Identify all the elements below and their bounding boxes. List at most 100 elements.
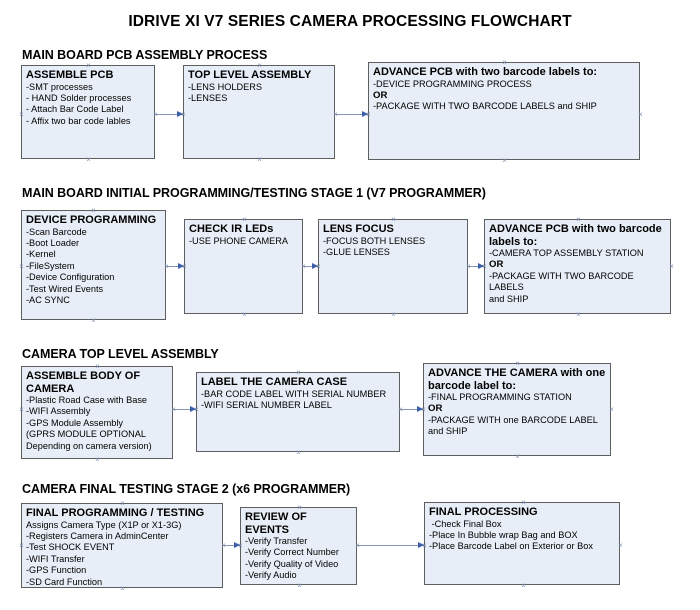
connection-handle-icon[interactable] [18,111,25,118]
process-box-lens-focus[interactable]: LENS FOCUS-FOCUS BOTH LENSES-GLUE LENSES [318,219,468,314]
connection-handle-icon[interactable] [481,263,488,270]
process-box-title: TOP LEVEL ASSEMBLY [188,69,312,81]
arrow-shaft [357,545,424,546]
section-heading-2: MAIN BOARD INITIAL PROGRAMMING/TESTING S… [22,186,486,200]
connection-handle-icon[interactable] [85,62,92,69]
connection-handle-icon[interactable] [18,406,25,413]
connection-handle-icon[interactable] [180,111,187,118]
process-box-line: Depending on camera version) [26,440,152,451]
process-box-lines: -BAR CODE LABEL WITH SERIAL NUMBER-WIFI … [201,389,396,412]
process-box-title: LABEL THE CAMERA CASE [201,376,348,388]
connection-handle-icon[interactable] [90,317,97,324]
connection-handle-icon[interactable] [608,406,615,413]
process-box-advance-pcb-with-two-barcode-labels-to[interactable]: ADVANCE PCB with two barcode labels to:-… [484,219,671,314]
connection-handle-icon[interactable] [170,406,177,413]
process-box-advance-pcb-with-two-barcode-labels-to[interactable]: ADVANCE PCB with two barcode labels to:-… [368,62,640,160]
connection-handle-icon[interactable] [119,500,126,507]
process-box-line: -Place In Bubble wrap Bag and BOX [429,529,578,540]
process-box-label-the-camera-case[interactable]: LABEL THE CAMERA CASE-BAR CODE LABEL WIT… [196,372,400,452]
process-box-line: -WIFI Assembly [26,406,91,417]
connection-handle-icon[interactable] [295,449,302,456]
process-box-line: -PACKAGE WITH TWO BARCODE LABELS and SHI… [373,101,597,112]
flow-arrow-2 [335,110,368,119]
connection-handle-icon[interactable] [501,157,508,164]
connection-handle-icon[interactable] [256,62,263,69]
connection-handle-icon[interactable] [575,216,582,223]
connection-handle-icon[interactable] [296,582,303,589]
connection-handle-icon[interactable] [152,111,159,118]
process-box-lines: -SMT processes- HAND Solder processes- A… [26,82,151,128]
connection-handle-icon[interactable] [637,111,644,118]
connection-handle-icon[interactable] [220,542,227,549]
connection-handle-icon[interactable] [365,111,372,118]
connection-handle-icon[interactable] [94,363,101,370]
process-box-line: -GPS Module Assembly [26,417,124,428]
connection-handle-icon[interactable] [241,311,248,318]
process-box-advance-the-camera-with-one-barcode-label-to[interactable]: ADVANCE THE CAMERA with one barcode labe… [423,363,611,456]
process-box-device-programming[interactable]: DEVICE PROGRAMMING-Scan Barcode-Boot Loa… [21,210,166,320]
connection-handle-icon[interactable] [617,542,624,549]
connection-handle-icon[interactable] [397,406,404,413]
connection-handle-icon[interactable] [237,542,244,549]
connection-handle-icon[interactable] [465,263,472,270]
connection-handle-icon[interactable] [296,504,303,511]
connection-handle-icon[interactable] [501,59,508,66]
process-box-line: and SHIP [428,426,468,437]
process-box-line: -Verify Correct Number [245,547,339,558]
connection-handle-icon[interactable] [420,406,427,413]
process-box-lines: -LENS HOLDERS-LENSES [188,82,331,105]
connection-handle-icon[interactable] [354,542,361,549]
connection-handle-icon[interactable] [163,263,170,270]
connection-handle-icon[interactable] [94,456,101,463]
process-box-line: -FOCUS BOTH LENSES [323,235,426,246]
connection-handle-icon[interactable] [390,216,397,223]
process-box-line: -Registers Camera in AdminCenter [26,530,169,541]
process-box-assemble-body-of-camera[interactable]: ASSEMBLE BODY OF CAMERA-Plastic Road Cas… [21,366,173,459]
connection-handle-icon[interactable] [241,216,248,223]
process-box-line: -FileSystem [26,260,75,271]
process-box-final-processing[interactable]: FINAL PROCESSING -Check Final Box-Place … [424,502,620,585]
section-heading-3: CAMERA TOP LEVEL ASSEMBLY [22,347,219,361]
process-box-title: LENS FOCUS [323,223,394,235]
process-box-line: -GPS Function [26,565,87,576]
connection-handle-icon[interactable] [390,311,397,318]
process-box-line: -Device Configuration [26,272,115,283]
connection-handle-icon[interactable] [514,453,521,460]
connection-handle-icon[interactable] [119,585,126,592]
process-box-review-of-events[interactable]: REVIEW OF EVENTS-Verify Transfer-Verify … [240,507,357,585]
connection-handle-icon[interactable] [90,207,97,214]
arrow-shaft [155,114,183,115]
connection-handle-icon[interactable] [181,263,188,270]
process-box-line: -FINAL PROGRAMMING STATION [428,392,572,402]
connection-handle-icon[interactable] [520,499,527,506]
process-box-top-level-assembly[interactable]: TOP LEVEL ASSEMBLY-LENS HOLDERS-LENSES [183,65,335,159]
process-box-check-ir-leds[interactable]: CHECK IR LEDs-USE PHONE CAMERA [184,219,303,314]
process-box-assemble-pcb[interactable]: ASSEMBLE PCB-SMT processes- HAND Solder … [21,65,155,159]
process-box-title: ASSEMBLE PCB [26,69,114,81]
process-box-line: Assigns Camera Type (X1P or X1-3G) [26,519,182,530]
process-box-line: -Place Barcode Label on Exterior or Box [429,541,593,552]
connection-handle-icon[interactable] [18,263,25,270]
connection-handle-icon[interactable] [575,311,582,318]
connection-handle-icon[interactable] [193,406,200,413]
connection-handle-icon[interactable] [514,360,521,367]
connection-handle-icon[interactable] [295,369,302,376]
connection-handle-icon[interactable] [332,111,339,118]
connection-handle-icon[interactable] [256,156,263,163]
connection-handle-icon[interactable] [85,156,92,163]
connection-handle-icon[interactable] [18,542,25,549]
process-box-line: - Attach Bar Code Label [26,104,124,115]
process-box-title: ADVANCE PCB with two barcode labels to: [489,223,662,248]
process-box-title: ASSEMBLE BODY OF CAMERA [26,370,141,395]
connection-handle-icon[interactable] [668,263,675,270]
connection-handle-icon[interactable] [421,542,428,549]
connection-handle-icon[interactable] [315,263,322,270]
connection-handle-icon[interactable] [300,263,307,270]
connection-handle-icon[interactable] [520,582,527,589]
flow-arrow-9 [357,541,424,550]
process-box-lines: -Verify Transfer-Verify Correct Number-V… [245,536,353,582]
